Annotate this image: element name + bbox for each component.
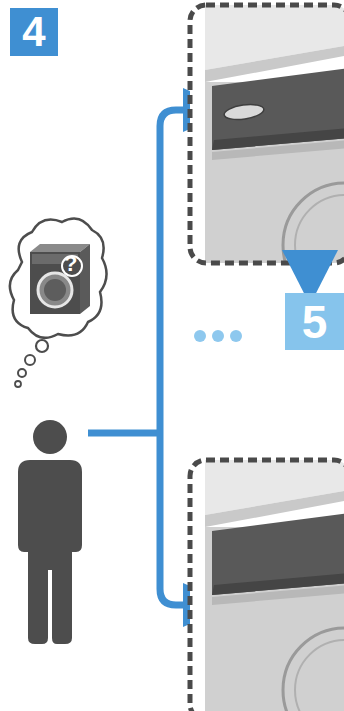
step-number: 5 <box>302 299 328 345</box>
question-mark: ? <box>64 253 77 275</box>
step-number: 4 <box>22 11 45 53</box>
thought-bubble <box>10 218 107 387</box>
person-figure <box>18 420 82 644</box>
washer-panel <box>190 5 344 307</box>
ellipsis-dots <box>194 330 242 342</box>
step-number-box: 4 <box>10 8 58 56</box>
step-number-box: 5 <box>285 293 344 350</box>
washer-panel <box>190 460 344 711</box>
washer-icon <box>30 244 90 314</box>
